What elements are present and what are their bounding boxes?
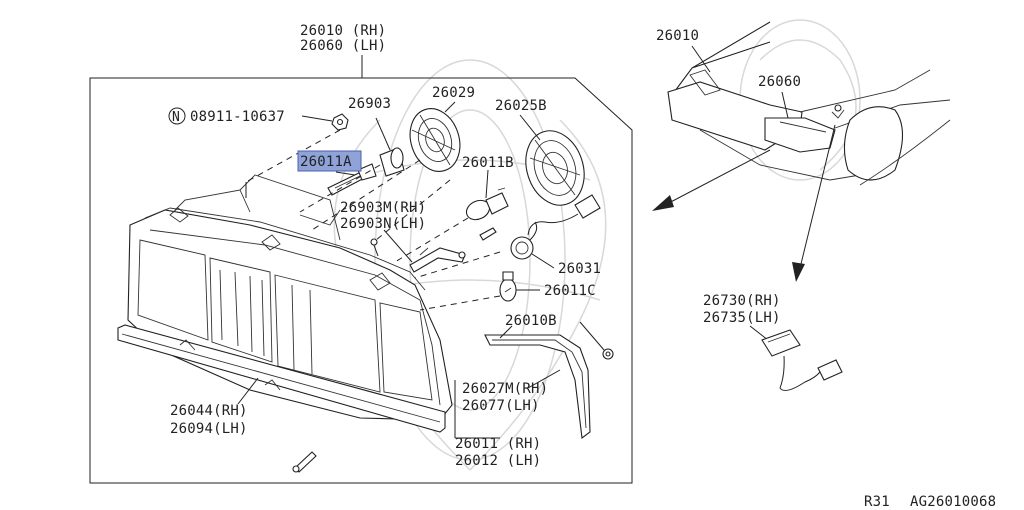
lower-molding-strip[interactable] [117,324,446,433]
label-26031: 26031 [558,261,601,277]
arrow-to-headlamp [652,149,771,211]
highlight-26011a [297,150,362,172]
label-26025b: 26025B [495,98,547,114]
bulb-26011b[interactable] [463,187,509,223]
label-26094: 26094(LH) [170,421,248,437]
footer-page-ref: R31 [864,494,890,510]
label-26044: 26044(RH) [170,403,248,419]
hex-nut[interactable] [331,113,349,131]
label-26010b: 26010B [505,313,557,329]
label-26011: 26011 (RH) [455,436,541,452]
label-26011b: 26011B [462,155,514,171]
label-26903m: 26903M(RH) [340,200,426,216]
label-26027m: 26027M(RH) [462,381,548,397]
nut-symbol: N [172,110,180,125]
label-26077: 26077(LH) [462,398,540,414]
label-26011c: 26011C [544,283,596,299]
car-front-corner [667,21,951,186]
label-26029: 26029 [432,85,475,101]
diagram-frame [89,77,633,484]
label-nut: 08911-10637 [190,109,285,125]
label-assy-rh: 26010 (RH) [300,23,386,39]
side-marker-lamp[interactable] [761,329,843,391]
label-assy-lh: 26060 (LH) [300,38,386,54]
label-car-26060: 26060 [758,74,801,90]
label-26730: 26730(RH) [703,293,781,309]
label-26011a[interactable]: 26011A [300,154,352,170]
socket-26031[interactable] [510,221,538,260]
nut-symbol-badge: N [168,107,186,125]
bulb-26011c[interactable] [499,271,517,302]
label-26903: 26903 [348,96,391,112]
label-26735: 26735(LH) [703,310,781,326]
label-26012: 26012 (LH) [455,453,541,469]
footer-diagram-code: AG26010068 [910,494,996,510]
arrow-to-side-marker [792,124,836,282]
seal-ring-26029[interactable] [402,102,467,178]
label-26903n: 26903N(LH) [340,216,426,232]
reflector-26025b[interactable] [517,123,601,236]
label-car-26010: 26010 [656,28,699,44]
leader-lines [237,101,605,439]
screw-bottom[interactable] [292,451,317,473]
side-marker-strip[interactable] [484,334,614,440]
grommet-26903[interactable] [379,147,405,177]
bracket-26903m[interactable] [409,227,497,273]
